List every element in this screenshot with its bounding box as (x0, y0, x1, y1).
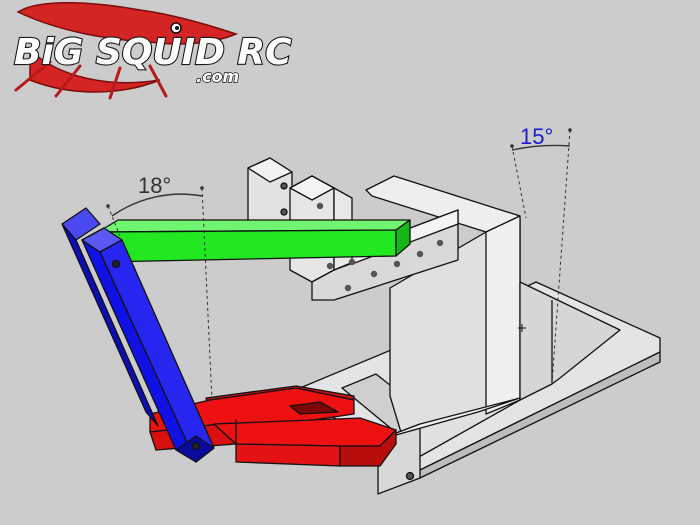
center-marker-icon (518, 324, 526, 332)
angle-dimension-right: 15° (510, 124, 572, 385)
logo: BiG SQUID RC .com (13, 2, 293, 100)
angle-label-left: 18° (138, 173, 171, 198)
upper-control-arm (97, 219, 411, 263)
squid-logo-icon (14, 2, 239, 100)
logo-suffix-text: .com (196, 67, 239, 86)
steering-upright (61, 207, 215, 463)
angle-dimension-left: 18° (106, 173, 213, 401)
logo-main-text: BiG SQUID RC (14, 32, 292, 73)
angle-label-right: 15° (520, 124, 553, 149)
